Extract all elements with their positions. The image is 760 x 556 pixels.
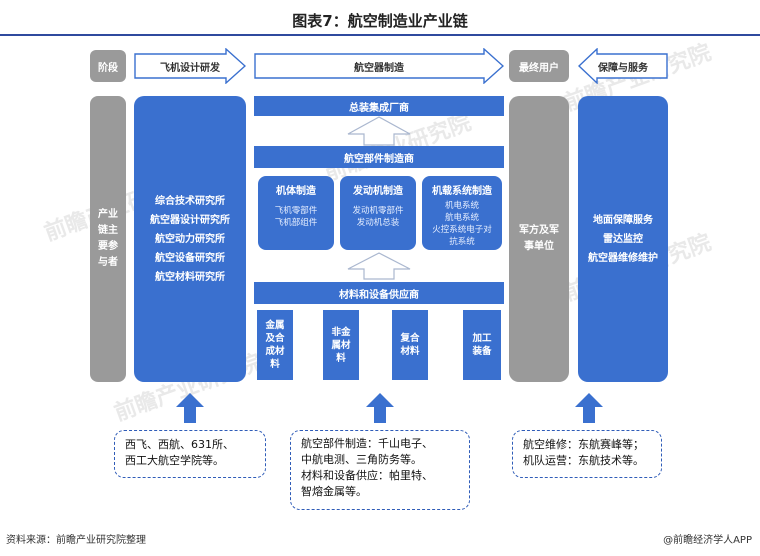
avionics-title: 机载系统制造 — [432, 186, 492, 197]
design-institutes-column: 综合技术研究所 航空器设计研究所 航空动力研究所 航空设备研究所 航空材料研究所 — [134, 96, 246, 382]
source-note: 资料来源：前瞻产业研究院整理 — [6, 535, 146, 546]
material-equipment-box: 加工 装备 — [463, 310, 501, 380]
design-item-2: 航空器设计研究所 — [150, 214, 230, 226]
service-note-line-1: 航空维修：东航赛峰等； — [523, 438, 644, 451]
end-user-line-2: 事单位 — [524, 241, 554, 252]
design-note-line-1: 西飞、西航、631所、 — [125, 438, 234, 451]
nonmetal-line-3: 料 — [336, 352, 346, 364]
metal-line-2: 及合 — [265, 333, 285, 344]
design-arrow: 飞机设计研发 — [134, 48, 246, 84]
manufacture-note-line-3: 材料和设备供应：帕里特、 — [301, 469, 433, 482]
airframe-line-1: 飞机零部件 — [274, 206, 318, 216]
avionics-line-3: 火控系统电子对 — [432, 225, 492, 235]
design-arrow-label: 飞机设计研发 — [160, 62, 220, 74]
blue-up-arrow-service — [575, 393, 603, 423]
component-maker-bar: 航空部件制造商 — [254, 146, 504, 168]
participants-column: 产业 链主 要参 与者 — [90, 96, 126, 382]
participants-line-3: 要参 — [98, 241, 118, 252]
end-user-label: 最终用户 — [509, 50, 569, 82]
brand-credit: @前瞻经济学人APP — [663, 535, 752, 546]
equipment-line-2: 装备 — [472, 346, 492, 357]
support-item-2: 雷达监控 — [603, 233, 643, 245]
materials-supplier-bar: 材料和设备供应商 — [254, 282, 504, 304]
design-arrow-shape — [134, 48, 246, 84]
avionics-line-4: 抗系统 — [449, 237, 475, 247]
up-arrow-to-integrator — [347, 116, 411, 146]
support-services-column: 地面保障服务 雷达监控 航空器维修维护 — [578, 96, 668, 382]
nonmetal-line-1: 非金 — [331, 326, 351, 338]
design-item-1: 综合技术研究所 — [155, 195, 225, 207]
design-item-3: 航空动力研究所 — [155, 233, 225, 245]
blue-up-arrow-manufacture — [366, 393, 394, 423]
title-divider — [0, 34, 760, 36]
nonmetal-line-2: 属材 — [331, 339, 351, 351]
engine-box: 发动机制造 发动机零部件 发动机总装 — [340, 176, 416, 250]
material-composite-box: 复合 材料 — [392, 310, 428, 380]
metal-line-1: 金属 — [265, 320, 285, 331]
manufacture-note-line-2: 中航电测、三角防务等。 — [301, 453, 422, 466]
engine-title: 发动机制造 — [353, 186, 403, 197]
avionics-line-2: 航电系统 — [444, 213, 479, 223]
support-arrow-label: 保障与服务 — [598, 62, 648, 74]
design-item-5: 航空材料研究所 — [155, 271, 225, 283]
engine-line-1: 发动机零部件 — [352, 206, 404, 216]
design-item-4: 航空设备研究所 — [155, 252, 225, 264]
service-note-line-2: 机队运营：东航技术等。 — [523, 454, 644, 467]
metal-line-4: 料 — [270, 359, 280, 370]
airframe-title: 机体制造 — [276, 186, 316, 197]
blue-up-arrow-design — [176, 393, 204, 423]
manufacture-note-line-1: 航空部件制造：千山电子、 — [301, 437, 433, 450]
support-item-3: 航空器维修维护 — [588, 252, 658, 264]
composite-line-2: 材料 — [400, 346, 420, 357]
composite-line-1: 复合 — [400, 333, 420, 344]
engine-line-2: 发动机总装 — [356, 218, 400, 228]
airframe-box: 机体制造 飞机零部件 飞机部组件 — [258, 176, 334, 250]
support-arrow-shape — [578, 48, 668, 84]
design-note-line-2: 西工大航空学院等。 — [125, 454, 224, 467]
participants-line-2: 链主 — [98, 225, 118, 236]
participants-line-4: 与者 — [98, 257, 118, 268]
support-arrow: 保障与服务 — [578, 48, 668, 84]
chart-title: 图表7：航空制造业产业链 — [292, 12, 468, 30]
material-metal-box: 金属 及合 成材 料 — [257, 310, 293, 380]
equipment-line-1: 加工 — [472, 333, 492, 344]
integrator-bar: 总装集成厂商 — [254, 96, 504, 116]
manufacture-arrow: 航空器制造 — [254, 48, 504, 84]
stage-label: 阶段 — [90, 50, 126, 82]
manufacture-note-line-4: 智熔金属等。 — [301, 485, 367, 498]
manufacture-participants-note: 航空部件制造：千山电子、 中航电测、三角防务等。 材料和设备供应：帕里特、 智熔… — [290, 430, 470, 510]
airframe-line-2: 飞机部组件 — [274, 218, 318, 228]
avionics-box: 机载系统制造 机电系统 航电系统 火控系统电子对 抗系统 — [422, 176, 502, 250]
metal-line-3: 成材 — [265, 346, 285, 357]
avionics-line-1: 机电系统 — [444, 201, 479, 211]
manufacture-arrow-shape — [254, 48, 504, 84]
participants-line-1: 产业 — [98, 209, 118, 220]
up-arrow-to-components — [347, 252, 411, 280]
manufacture-arrow-label: 航空器制造 — [354, 62, 404, 74]
material-nonmetal-box: 非金 属材 料 — [323, 310, 359, 380]
service-participants-note: 航空维修：东航赛峰等； 机队运营：东航技术等。 — [512, 430, 662, 478]
end-user-line-1: 军方及军 — [519, 225, 559, 236]
end-user-column: 军方及军 事单位 — [509, 96, 569, 382]
support-item-1: 地面保障服务 — [593, 214, 653, 226]
design-participants-note: 西飞、西航、631所、 西工大航空学院等。 — [114, 430, 266, 478]
